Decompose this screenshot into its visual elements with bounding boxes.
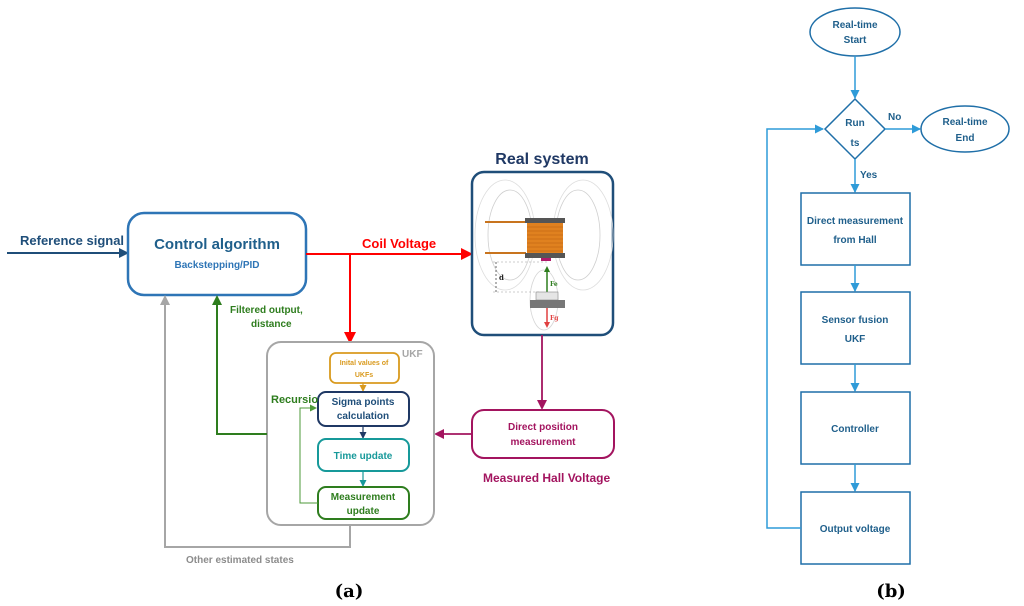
maglev-illustration: d Fe Fg — [474, 179, 614, 331]
initial-values-line1: Inital values of — [340, 360, 389, 367]
time-update-label: Time update — [334, 451, 393, 462]
reference-signal-label: Reference signal — [20, 233, 124, 248]
control-algorithm-box — [126, 211, 308, 297]
step-2-line1: Sensor fusion — [822, 315, 889, 326]
direct-position-line1: Direct position — [508, 422, 578, 433]
start-line2: Start — [844, 35, 867, 46]
initial-values-line2: UKFs — [355, 372, 373, 379]
other-states-arrow — [160, 295, 351, 548]
step-output-voltage-box — [800, 491, 911, 565]
step-3-label: Controller — [831, 424, 879, 435]
step-controller-box — [800, 391, 911, 465]
direct-position-box — [471, 409, 615, 459]
step-1-line1: Direct measurement — [807, 216, 904, 227]
step-2-line2: UKF — [845, 334, 866, 345]
step-4-label: Output voltage — [820, 524, 891, 535]
sigma-points-line2: calculation — [337, 411, 389, 422]
panel-b-label: (b) — [876, 581, 906, 602]
end-line2: End — [956, 133, 975, 144]
filtered-output-arrow — [212, 295, 267, 435]
sigma-points-line1: Sigma points — [332, 397, 395, 408]
measurement-update-line1: Measurement — [331, 492, 396, 503]
control-algorithm-title: Control algorithm — [154, 236, 280, 253]
end-line1: Real-time — [942, 117, 987, 128]
no-label: No — [888, 112, 901, 123]
coil-voltage-label: Coil Voltage — [362, 236, 436, 251]
initial-values-box — [329, 352, 400, 384]
start-line1: Real-time — [832, 20, 877, 31]
measurement-update-line2: update — [347, 506, 380, 517]
panel-a-label: (a) — [335, 581, 364, 602]
step-direct-measurement-box — [800, 192, 911, 266]
yes-label: Yes — [860, 170, 878, 181]
filtered-output-line1: Filtered output, — [230, 305, 303, 316]
step-1-line2: from Hall — [833, 235, 877, 246]
filtered-output-line2: distance — [251, 319, 292, 330]
step-sensor-fusion-box — [800, 291, 911, 365]
control-algorithm-subtitle: Backstepping/PID — [174, 260, 259, 271]
direct-position-line2: measurement — [510, 437, 576, 448]
run-decision-diamond — [823, 97, 887, 161]
end-terminator — [920, 105, 1010, 153]
fg-label: Fg — [550, 315, 559, 322]
measured-hall-voltage-label: Measured Hall Voltage — [483, 471, 610, 485]
recursion-loop-arrow — [299, 404, 318, 504]
panel-a: Reference signal Control algorithm Backs… — [7, 151, 615, 602]
other-states-label: Other estimated states — [186, 555, 294, 566]
ukf-label: UKF — [402, 349, 423, 360]
panel-b: Real-time Start Run ts No Real-time End … — [766, 7, 1010, 602]
decision-line1: Run — [845, 118, 864, 129]
loop-back-arrow — [766, 124, 824, 529]
fe-label: Fe — [550, 281, 558, 288]
start-terminator — [809, 7, 901, 57]
distance-label: d — [499, 273, 504, 282]
real-system-title: Real system — [495, 151, 588, 168]
recursion-label: Recursio — [271, 394, 318, 406]
decision-line2: ts — [851, 138, 860, 149]
